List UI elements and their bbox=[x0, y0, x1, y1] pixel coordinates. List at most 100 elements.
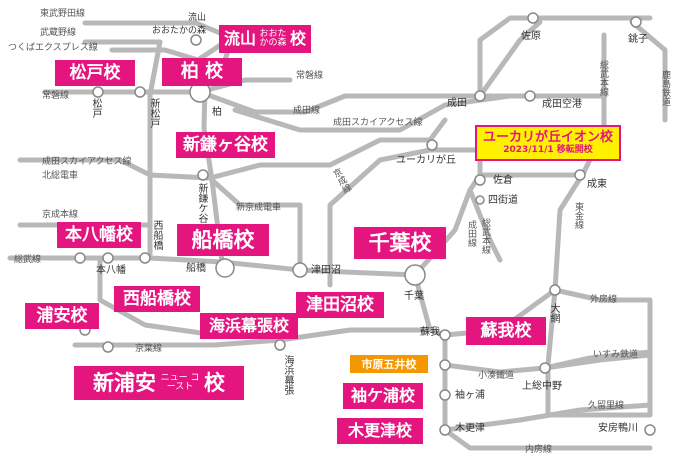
label-kominato: 小湊鐵道 bbox=[478, 371, 515, 381]
school-matsudo[interactable]: 松戸校 bbox=[55, 60, 135, 86]
station-motoyawata bbox=[74, 252, 86, 264]
line-sotobo bbox=[412, 272, 653, 418]
label-hokuso: 北総電車 bbox=[42, 171, 79, 181]
label-funabashi-station: 船橋 bbox=[186, 263, 206, 274]
school-nagareyama[interactable]: 流山 おおたかの森 校 bbox=[219, 25, 311, 53]
label-kazusanakano-station: 上総中野 bbox=[522, 381, 562, 392]
school-ichiharagoi[interactable]: 市原五井校 bbox=[350, 355, 428, 373]
station-sawara bbox=[527, 12, 539, 24]
station-shinurayasu bbox=[102, 341, 114, 353]
line-musashino bbox=[82, 39, 163, 258]
school-shinurayasu-sub: ニュー コースト bbox=[160, 372, 200, 392]
label-joban2: 常磐線 bbox=[296, 71, 324, 81]
label-narita-airport-station: 成田空港 bbox=[542, 99, 582, 110]
station-shinmatsudo bbox=[134, 86, 146, 98]
station-kisarazu bbox=[439, 424, 451, 436]
label-motoyawata-station: 本八幡 bbox=[96, 265, 126, 276]
station-yukarigaoka bbox=[426, 139, 438, 151]
school-soga[interactable]: 蘇我校 bbox=[466, 317, 546, 345]
label-musashino: 武蔵野線 bbox=[40, 28, 77, 38]
station-ono bbox=[549, 284, 561, 296]
label-isumi: いすみ鉄道 bbox=[593, 350, 639, 360]
school-kaihin-makuhari[interactable]: 海浜幕張校 bbox=[200, 313, 298, 339]
school-nagareyama-name: 流山 bbox=[223, 29, 256, 48]
school-tsudanuma[interactable]: 津田沼校 bbox=[296, 292, 384, 318]
school-yukarigaoka-name: ユーカリが丘イオン校 bbox=[482, 130, 613, 145]
label-ono-station: 大網 bbox=[548, 303, 559, 323]
label-kaihin-makuhari-station: 海浜幕張 bbox=[282, 355, 293, 395]
label-narita: 成田線 bbox=[293, 106, 321, 116]
label-soga-station: 蘇我 bbox=[420, 327, 440, 338]
station-otakanomori bbox=[190, 34, 202, 46]
label-kashiwa-station: 柏 bbox=[212, 107, 222, 118]
school-motoyawata[interactable]: 本八幡校 bbox=[57, 222, 141, 248]
label-tsudanuma-station: 津田沼 bbox=[311, 265, 341, 276]
label-keiyo: 京葉線 bbox=[135, 344, 163, 354]
label-naruto-station: 成東 bbox=[587, 179, 607, 190]
school-shinkamagaya[interactable]: 新鎌ヶ谷校 bbox=[176, 132, 275, 158]
label-narita-station: 成田 bbox=[447, 98, 467, 109]
label-sobu-honsen2: 総武本線 bbox=[480, 218, 490, 254]
station-naruto bbox=[574, 169, 586, 181]
station-matsudo bbox=[92, 86, 104, 98]
label-sawara-station: 佐原 bbox=[521, 31, 541, 42]
school-kisarazu[interactable]: 木更津校 bbox=[337, 418, 423, 444]
line-tobu-noda-south bbox=[201, 35, 235, 265]
school-nishifunabashi[interactable]: 西船橋校 bbox=[114, 286, 200, 312]
label-shinkamagaya-station: 新鎌ケ谷 bbox=[196, 183, 207, 223]
label-sotobo: 外房線 bbox=[590, 295, 618, 305]
label-sodegaura-station: 袖ヶ浦 bbox=[455, 390, 485, 401]
station-narita-airport bbox=[524, 90, 536, 102]
label-joban: 常磐線 bbox=[42, 91, 70, 101]
station-nishifunabashi bbox=[139, 252, 151, 264]
label-tsukuba: つくばエクスプレス線 bbox=[8, 43, 98, 53]
station-awakamogawa bbox=[644, 424, 656, 436]
station-ichiharagoi bbox=[439, 359, 451, 371]
line-kururi bbox=[442, 402, 653, 433]
label-togane: 東金線 bbox=[573, 202, 583, 229]
label-kururi: 久留里線 bbox=[588, 401, 625, 411]
label-kashima: 鹿島鉄道 bbox=[660, 70, 670, 106]
label-keisei-main: 京成本線 bbox=[42, 210, 79, 220]
line-sky-access bbox=[232, 93, 513, 133]
station-shinkamagaya bbox=[197, 169, 209, 181]
label-awakamogawa-station: 安房鴨川 bbox=[598, 423, 638, 434]
line-tobu-noda bbox=[82, 20, 235, 41]
station-motoyawata2 bbox=[102, 252, 114, 264]
school-kashiwa[interactable]: 柏 校 bbox=[162, 58, 242, 86]
line-sobu bbox=[7, 255, 418, 278]
station-soga bbox=[439, 329, 451, 341]
station-yotsukaido bbox=[475, 195, 485, 205]
label-sobu-line: 総武線 bbox=[14, 255, 42, 265]
label-shinkeisei: 新京成電車 bbox=[236, 203, 282, 213]
line-isumi bbox=[542, 349, 653, 371]
school-shinurayasu[interactable]: 新浦安 ニュー コースト 校 bbox=[74, 366, 244, 400]
school-nagareyama-suffix: 校 bbox=[290, 29, 307, 48]
station-choshi bbox=[630, 16, 642, 28]
school-shinurayasu-name: 新浦安 bbox=[93, 370, 156, 395]
label-yukarigaoka-station: ユーカリが丘 bbox=[396, 155, 456, 166]
line-tsukuba bbox=[109, 39, 228, 63]
school-urayasu[interactable]: 浦安校 bbox=[25, 303, 99, 329]
label-nagareyama-station: 流山 bbox=[188, 13, 207, 23]
label-sakura-station: 佐倉 bbox=[493, 175, 513, 186]
station-funabashi bbox=[215, 258, 235, 278]
school-chiba[interactable]: 千葉校 bbox=[354, 227, 446, 259]
line-choshi bbox=[629, 19, 668, 123]
station-narita bbox=[474, 90, 486, 102]
school-shinurayasu-suffix: 校 bbox=[204, 370, 225, 395]
school-sodegaura[interactable]: 袖ケ浦校 bbox=[343, 383, 423, 409]
label-sobu-main: 総武本線 bbox=[598, 60, 608, 96]
station-kazusanakano bbox=[539, 362, 551, 374]
label-sky-access1: 成田スカイアクセス線 bbox=[333, 118, 423, 128]
label-nishifunabashi-station: 西船橋 bbox=[151, 220, 162, 250]
school-yukarigaoka[interactable]: ユーカリが丘イオン校 2023/11/1 移転開校 bbox=[475, 125, 621, 161]
school-funabashi[interactable]: 船橋校 bbox=[177, 224, 269, 256]
station-sodegaura bbox=[439, 389, 451, 401]
label-chiba-station: 千葉 bbox=[404, 291, 424, 302]
station-tsudanuma bbox=[292, 262, 308, 278]
station-sakura bbox=[474, 174, 486, 186]
label-tobu-noda: 東武野田線 bbox=[40, 9, 86, 19]
line-joban-east bbox=[197, 89, 483, 115]
